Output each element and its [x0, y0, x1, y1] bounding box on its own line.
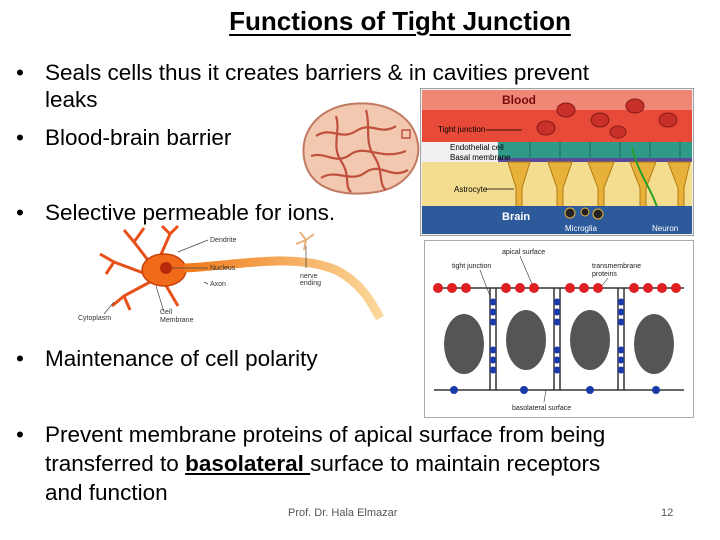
endothelial-label: Endothelial cell [450, 143, 504, 152]
axon-label: Axon [210, 281, 226, 288]
bullet-glyph: • [16, 346, 24, 371]
bullet-cell-polarity: • Maintenance of cell polarity [16, 345, 416, 375]
slide-title: Functions of Tight Junction [229, 6, 571, 36]
bullet-text: Maintenance of cell polarity [45, 346, 318, 371]
bullet-text: Seals cells thus it creates barriers & i… [45, 60, 589, 85]
bullet-text-continued: leaks [45, 87, 98, 112]
nucleus-label: Nucleus [210, 265, 236, 272]
blood-label: Blood [502, 93, 536, 107]
bullet-glyph: • [16, 60, 24, 85]
apical-surface-label: apical surface [502, 249, 545, 256]
slide-number: 12 [661, 507, 674, 519]
bullet-seals-cells: • Seals cells thus it creates barriers &… [16, 59, 696, 119]
neuron-figure: Dendrite Nucleus Axon Cytoplasm Cell Mem… [78, 224, 384, 324]
brain-label: Brain [502, 211, 530, 223]
footer-author: Prof. Dr. Hala Elmazar [288, 507, 398, 519]
bullet-text: Selective permeable for ions. [45, 200, 336, 225]
neuron-label: Neuron [652, 224, 678, 233]
proteins-label: proteins [592, 271, 617, 278]
brain-band [422, 206, 692, 234]
bullet-membrane-proteins: • Prevent membrane proteins of apical su… [16, 421, 706, 505]
ending-label: ending [300, 280, 321, 287]
tight-junction-label: tight junction [452, 263, 491, 270]
cytoplasm-label: Cytoplasm [78, 315, 111, 322]
membrane-label: Membrane [160, 317, 194, 324]
nerve-label: nerve [300, 273, 318, 280]
blood-brain-barrier-figure: Blood Brain Microglia Neuron Tight junct… [420, 88, 694, 236]
transmembrane-label: transmembrane [592, 263, 641, 270]
astrocyte-label: Astrocyte [454, 185, 488, 194]
cell-label: Cell [160, 309, 173, 316]
bullet-blood-brain-barrier: • Blood-brain barrier [16, 124, 316, 154]
bullet-text-line3: and function [45, 480, 168, 505]
cell-polarity-figure: apical surface tight junction transmembr… [424, 240, 694, 418]
text-after-underline: surface to maintain receptors [310, 451, 601, 476]
brain-illustration [302, 102, 420, 195]
tight-junction-label: Tight junction [438, 125, 485, 134]
bullet-selective-permeable: • Selective permeable for ions. [16, 199, 416, 229]
bullet-text-line2: transferred to basolateral surface to ma… [45, 450, 600, 477]
basolateral-surface-label: basolateral surface [512, 405, 571, 412]
text-before-underline: transferred to [45, 451, 186, 476]
bullet-glyph: • [16, 125, 24, 150]
bullet-text: Blood-brain barrier [45, 125, 232, 150]
dendrite-label: Dendrite [210, 237, 237, 244]
bullet-text-line1: Prevent membrane proteins of apical surf… [45, 422, 606, 447]
basal-membrane-label: Basal membrane [450, 153, 511, 162]
endothelial-layer [498, 142, 692, 158]
basolateral-underlined: basolateral [185, 451, 311, 476]
bullet-glyph: • [16, 200, 24, 225]
bullet-glyph: • [16, 422, 24, 447]
microglia-label: Microglia [565, 224, 598, 233]
